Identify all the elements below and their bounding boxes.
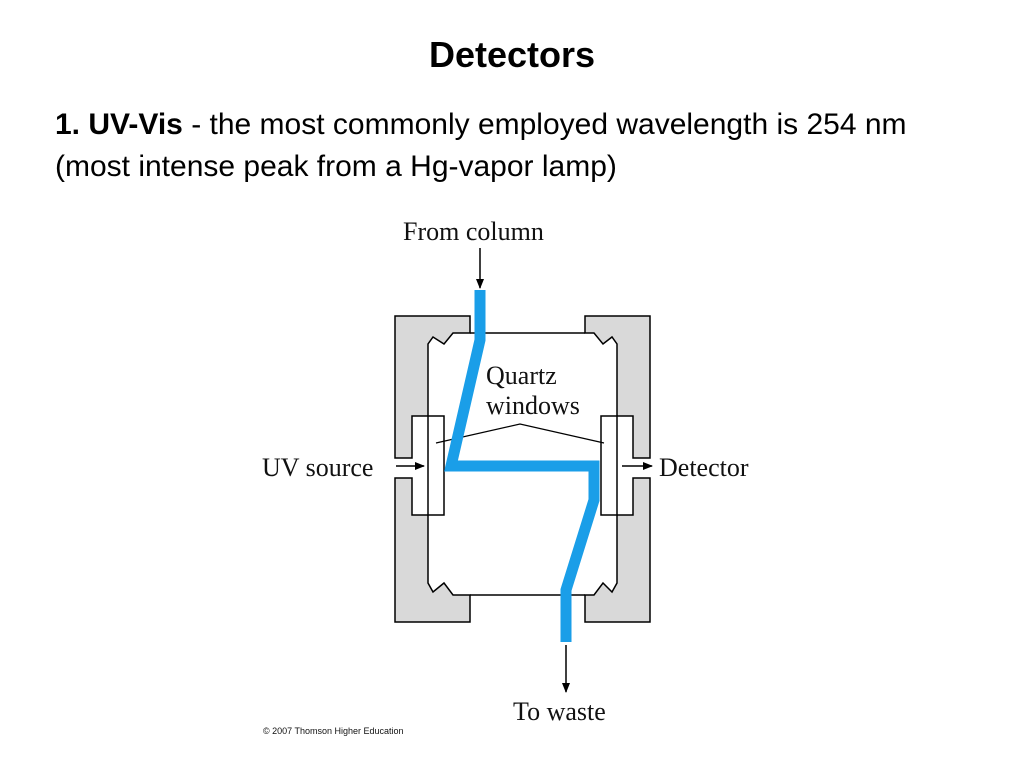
detector-label: Detector (659, 453, 749, 482)
left-quartz-window (427, 415, 445, 516)
right-cell-block-lower (584, 477, 651, 623)
bullet-point: 1. UV-Vis - the most commonly employed w… (55, 104, 985, 188)
flow-path (444, 290, 600, 642)
left-cell-block-lower (394, 477, 471, 623)
slide-title: Detectors (428, 34, 596, 75)
from-column-label: From column (403, 217, 544, 246)
right-quartz-window (600, 415, 618, 516)
bullet-text: - the most commonly employed wavelength … (55, 108, 907, 183)
quartz-leader-lines (435, 423, 605, 444)
quartz-label: Quartz (486, 361, 557, 390)
uv-source-label: UV source (262, 453, 373, 482)
left-cell-block (394, 315, 471, 459)
copyright-notice: © 2007 Thomson Higher Education (263, 726, 404, 736)
bullet-lead: 1. UV-Vis (55, 108, 183, 141)
right-cell-block (584, 315, 651, 459)
to-waste-label: To waste (513, 697, 606, 726)
windows-label: windows (486, 391, 580, 420)
